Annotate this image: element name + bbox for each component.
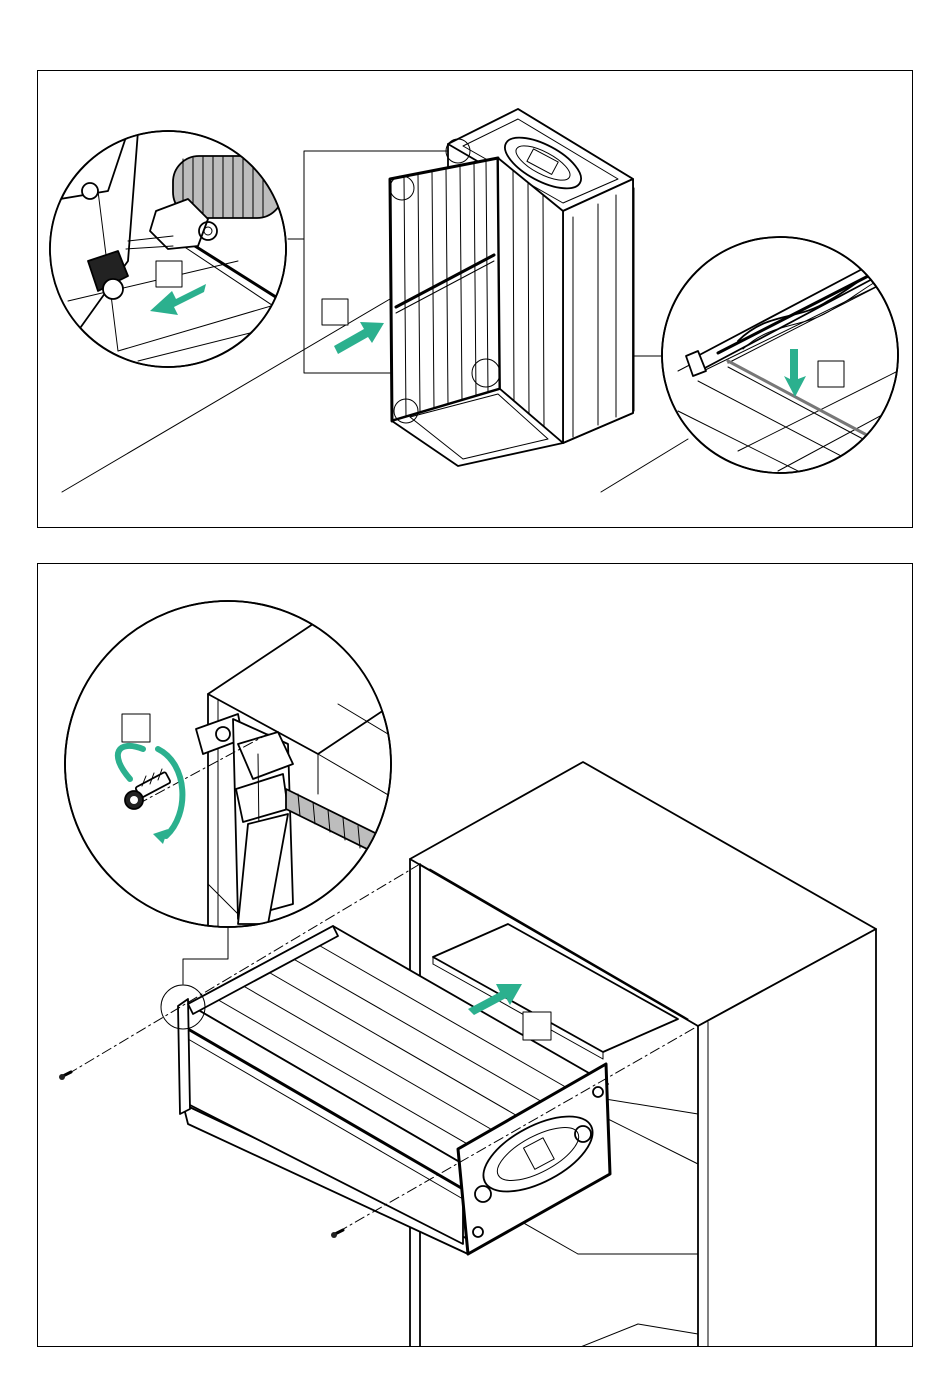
- magnifier-circle-icon: [65, 601, 438, 944]
- step-illustration-top: [38, 71, 913, 528]
- step-label-box: [122, 714, 150, 742]
- cabinet-upright: [390, 109, 633, 466]
- step-label-box: [818, 361, 844, 387]
- magnifier-circle-left-icon: [48, 131, 298, 367]
- screw-icon: [331, 1230, 343, 1238]
- step-illustration-bottom: [38, 564, 913, 1347]
- step-label-box: [523, 1012, 551, 1040]
- assembly-step-panel-top: [37, 70, 913, 528]
- arrow-right-icon: [334, 322, 384, 354]
- magnifier-circle-right-icon: [662, 237, 908, 521]
- assembly-step-panel-bottom: [37, 563, 913, 1347]
- step-label-box: [322, 299, 348, 325]
- screw-icon: [59, 1072, 71, 1080]
- step-label-box: [156, 261, 182, 287]
